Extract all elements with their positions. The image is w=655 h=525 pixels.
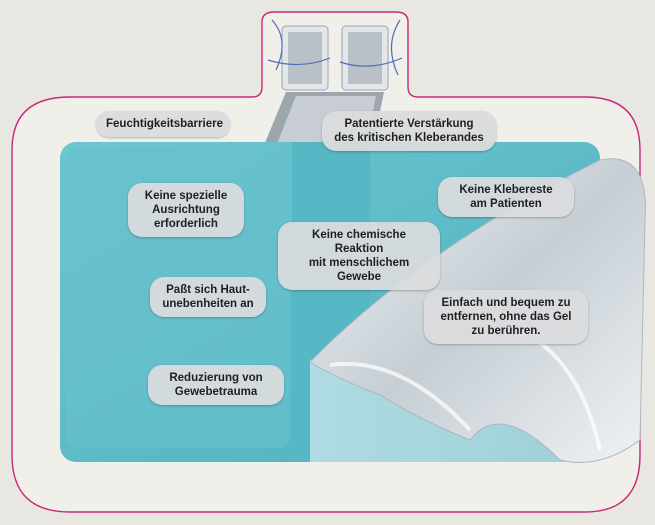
label-adapts-skin: Paßt sich Haut- unebenheiten an <box>150 277 266 317</box>
label-moisture-barrier: Feuchtigkeitsbarriere <box>96 111 230 137</box>
label-no-alignment: Keine spezielle Ausrichtung erforderlich <box>128 183 244 237</box>
label-no-chemical-reaction: Keine chemische Reaktion mit menschliche… <box>278 222 440 290</box>
label-patented-reinforcement: Patentierte Verstärkung des kritischen K… <box>322 111 496 151</box>
label-no-residue: Keine Klebereste am Patienten <box>438 177 574 217</box>
label-reduces-trauma: Reduzierung von Gewebetrauma <box>148 365 284 405</box>
label-easy-removal: Einfach und bequem zu entfernen, ohne da… <box>424 290 588 344</box>
